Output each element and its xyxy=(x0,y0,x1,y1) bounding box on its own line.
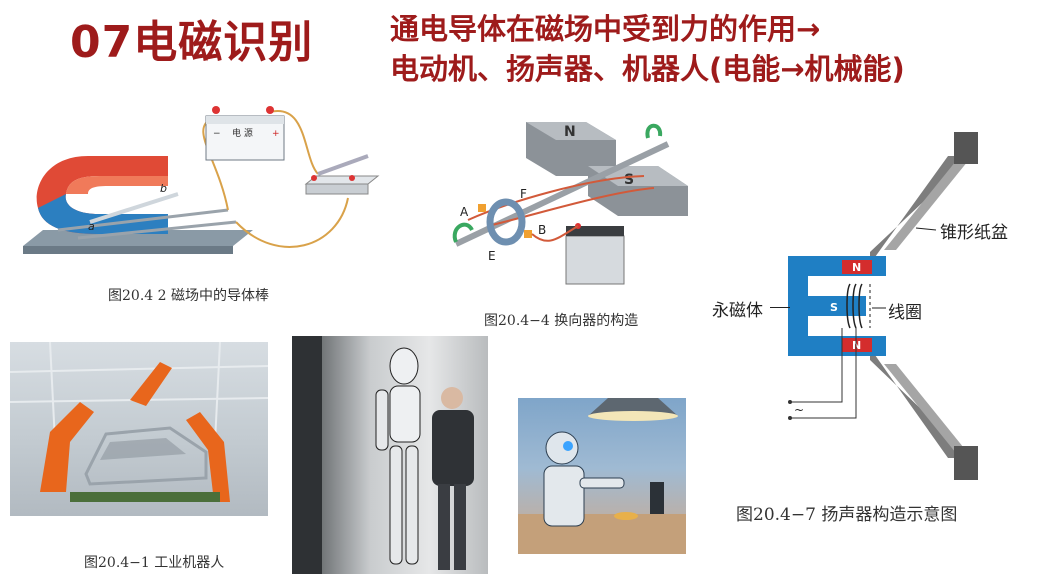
conductor-rod xyxy=(89,192,179,224)
label-cone: 锥形纸盆 xyxy=(940,223,1008,243)
robot-head xyxy=(389,347,419,385)
label-pole-n-top: N xyxy=(852,261,861,274)
robot-arm-right xyxy=(186,412,230,502)
magnet-core xyxy=(808,296,866,316)
commutator-ring xyxy=(486,198,526,246)
permanent-magnet xyxy=(788,256,886,356)
battery-terminal-left xyxy=(212,106,220,114)
caption-industrial: 图20.4−1 工业机器人 xyxy=(84,555,225,571)
robot-leg-left xyxy=(389,445,403,565)
label-b: B xyxy=(538,223,546,237)
conveyor xyxy=(70,492,220,502)
terminal-2 xyxy=(788,416,792,420)
hood-light xyxy=(588,411,678,421)
battery-top xyxy=(206,116,284,124)
rotation-arrow-left-icon xyxy=(452,222,474,243)
label-ac: ~ xyxy=(794,403,804,417)
photo-kitchen-robot xyxy=(518,398,686,554)
voice-coil xyxy=(846,283,863,329)
switch-base xyxy=(305,183,369,195)
subtitle-line-2: 电动机、扬声器、机器人(电能→机械能) xyxy=(390,52,905,86)
u-magnet-highlight xyxy=(66,176,168,194)
speaker-frame-top xyxy=(954,132,978,164)
man-head xyxy=(441,387,463,409)
lead-wire-2 xyxy=(790,328,857,419)
label-n: N xyxy=(564,124,576,140)
food-plate xyxy=(614,512,638,520)
rail-2 xyxy=(77,220,237,240)
label-a: a xyxy=(88,220,95,233)
car-frame xyxy=(84,426,208,486)
range-hood xyxy=(588,398,678,416)
figure-speaker-diagram: N S N ~ xyxy=(776,132,996,484)
leader-magnet xyxy=(770,307,790,308)
u-magnet-blue xyxy=(38,194,168,234)
battery-plus: + xyxy=(272,129,280,139)
man-jacket xyxy=(432,410,474,486)
label-a: A xyxy=(460,205,469,219)
commutator-battery xyxy=(565,235,625,285)
speaker-frame-bottom xyxy=(954,446,978,480)
label-coil: 线圈 xyxy=(888,303,922,323)
robot-arm-left xyxy=(40,402,94,492)
label-e: E xyxy=(488,249,496,263)
robot-body xyxy=(543,465,585,527)
figure-commutator-diagram: N S A B E F xyxy=(448,118,696,300)
pole-n-top xyxy=(842,260,872,274)
label-b: b xyxy=(160,182,167,195)
brush-b xyxy=(524,230,532,238)
kettle xyxy=(650,482,664,514)
battery-minus: − xyxy=(213,129,221,139)
man-leg-right xyxy=(454,484,466,570)
robot-arm xyxy=(375,389,389,451)
robot-eye xyxy=(563,441,573,451)
figure-conductor-diagram: a b − 电 源 + xyxy=(18,98,408,266)
robot-leg-right xyxy=(405,445,419,565)
rotation-arrow-right-icon xyxy=(645,123,663,139)
speaker-cone-upper-inner xyxy=(884,156,972,250)
wire-right xyxy=(269,110,319,175)
coil-wire-2 xyxy=(487,187,655,227)
subtitle-line-1: 通电导体在磁场中受到力的作用→ xyxy=(390,12,821,46)
switch-terminal-2 xyxy=(349,175,355,181)
counter xyxy=(518,514,686,554)
terminal-1 xyxy=(788,400,792,404)
battery-label: 电 源 xyxy=(232,127,253,139)
car-body xyxy=(100,438,186,460)
commutator-battery-top xyxy=(566,226,624,236)
battery-terminal-right xyxy=(266,106,274,114)
base-board xyxy=(23,230,253,246)
lead-wire-1 xyxy=(790,328,843,403)
label-s: S xyxy=(624,172,634,188)
photo-humanoid-robot xyxy=(292,336,488,574)
photo-industrial-robots xyxy=(10,342,268,516)
base-board-edge xyxy=(23,246,233,254)
man-leg-left xyxy=(438,484,450,570)
robot-torso xyxy=(389,385,421,443)
speaker-cone-lower-inner xyxy=(884,364,972,458)
pole-n-bottom xyxy=(842,338,872,352)
switch-terminal-1 xyxy=(311,175,317,181)
magnet-n-top xyxy=(526,122,616,140)
rail-1 xyxy=(57,208,229,232)
leader-cone xyxy=(915,227,937,231)
robot-arm xyxy=(579,477,625,489)
coil-wire-1 xyxy=(467,175,645,221)
battery-wire xyxy=(531,225,579,242)
caption-conductor: 图20.4 2 磁场中的导体棒 xyxy=(108,288,269,304)
switch-lever xyxy=(317,154,369,176)
caption-speaker: 图20.4−7 扬声器构造示意图 xyxy=(736,505,958,525)
page-title: 07电磁识别 xyxy=(70,17,314,68)
label-f: F xyxy=(520,187,527,201)
caption-commutator: 图20.4−4 换向器的构造 xyxy=(484,313,639,329)
label-pole-s: S xyxy=(830,301,838,314)
label-magnet: 永磁体 xyxy=(712,301,763,321)
label-pole-n-bottom: N xyxy=(852,339,861,352)
robot-arm-back xyxy=(130,362,172,406)
doorway xyxy=(292,336,322,574)
robot-head xyxy=(545,431,579,465)
wire-bottom xyxy=(235,197,349,248)
brush-a xyxy=(478,204,486,212)
